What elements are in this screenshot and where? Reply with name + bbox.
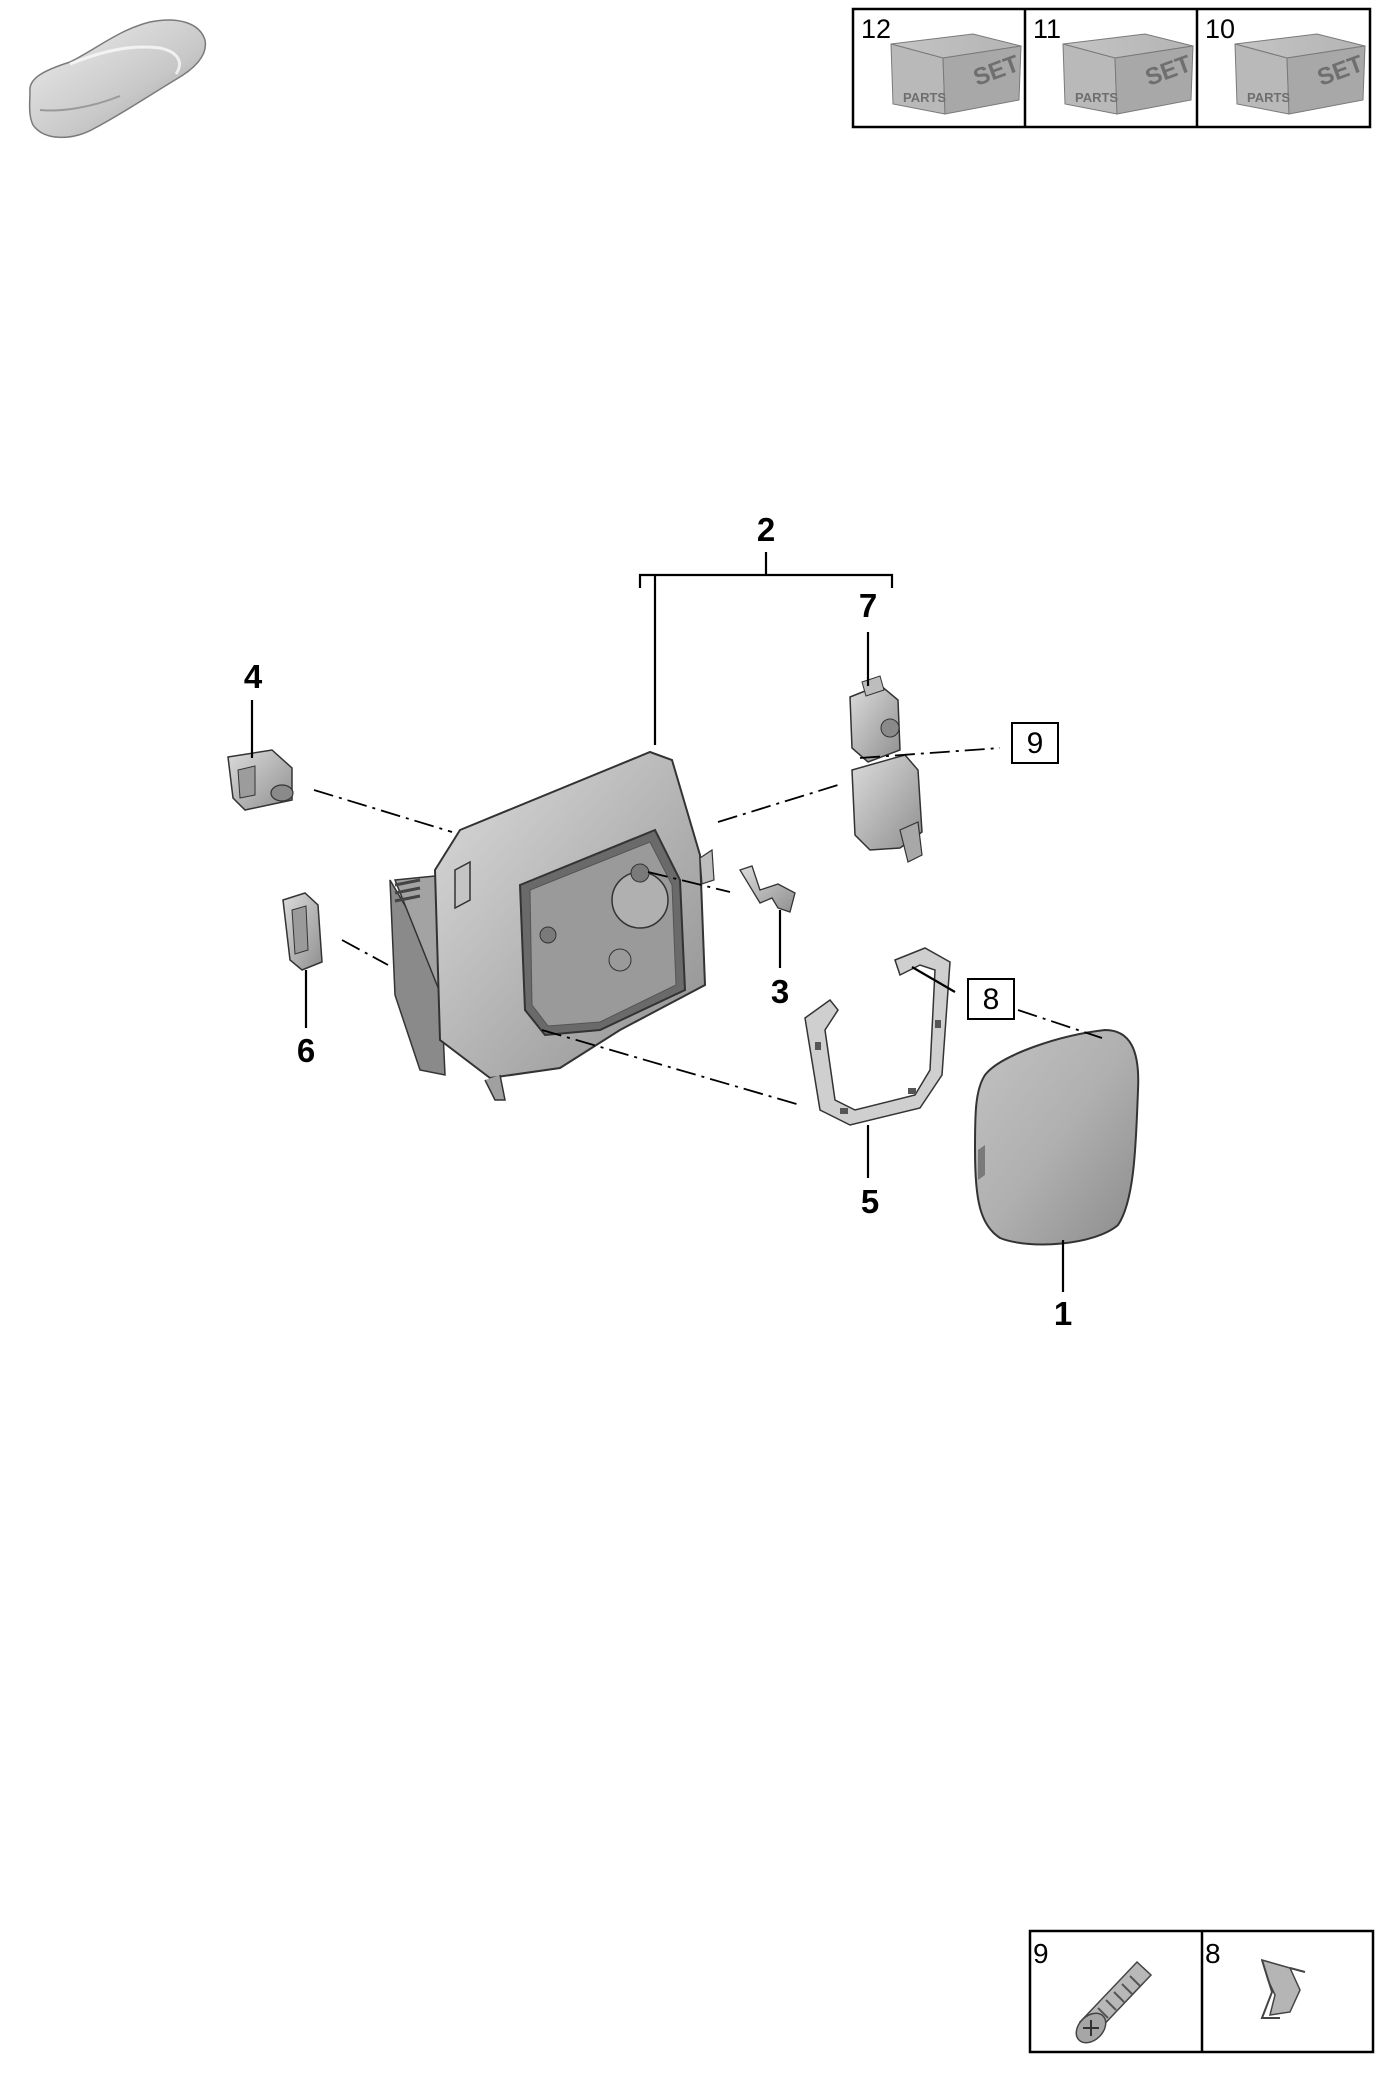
callout-7: 7 bbox=[859, 587, 877, 624]
leader-bracket-2 bbox=[638, 552, 894, 745]
part-1-charging-flap bbox=[973, 1028, 1140, 1246]
alignment-line-5 bbox=[541, 1029, 801, 1106]
callout-1: 1 bbox=[1054, 1295, 1072, 1332]
charging-socket-housing bbox=[389, 750, 715, 1101]
alignment-line-6 bbox=[341, 939, 389, 966]
part-5-seal-gasket bbox=[804, 947, 951, 1126]
callout-5: 5 bbox=[861, 1183, 879, 1220]
parts-set-box-label-front: PARTS bbox=[903, 90, 946, 105]
leader-8 bbox=[911, 966, 956, 993]
callout-8-box bbox=[967, 978, 1015, 1020]
alignment-line-4 bbox=[313, 789, 453, 833]
fastener-number-9: 9 bbox=[1033, 1938, 1049, 1969]
callout-6: 6 bbox=[297, 1032, 315, 1069]
alignment-line-8 bbox=[1017, 1009, 1103, 1039]
parts-set-box-label-front: PARTS bbox=[1247, 90, 1290, 105]
parts-set-box-label-front: PARTS bbox=[1075, 90, 1118, 105]
part-7-locking-actuator bbox=[849, 675, 923, 863]
parts-set-number: 10 bbox=[1205, 14, 1235, 44]
alignment-line-3 bbox=[647, 871, 731, 893]
alignment-line-7 bbox=[717, 784, 839, 823]
callout-8: 8 bbox=[983, 983, 1000, 1016]
callout-9-box bbox=[1011, 722, 1059, 764]
parts-set-number: 12 bbox=[861, 14, 891, 44]
screw-icon bbox=[1075, 1960, 1153, 2044]
part-3-bracket bbox=[739, 865, 796, 913]
clip-icon bbox=[1260, 1958, 1306, 2019]
callout-4: 4 bbox=[244, 658, 263, 695]
alignment-line-9 bbox=[859, 747, 1001, 759]
callout-3: 3 bbox=[771, 973, 789, 1010]
fastener-number-8: 8 bbox=[1205, 1938, 1221, 1969]
part-4-actuator-sensor bbox=[227, 749, 294, 811]
part-6-switch-module bbox=[282, 892, 323, 971]
car-silhouette-icon bbox=[28, 19, 207, 139]
callout-9: 9 bbox=[1027, 727, 1044, 760]
parts-set-number: 11 bbox=[1033, 14, 1061, 44]
callout-2: 2 bbox=[757, 511, 775, 548]
